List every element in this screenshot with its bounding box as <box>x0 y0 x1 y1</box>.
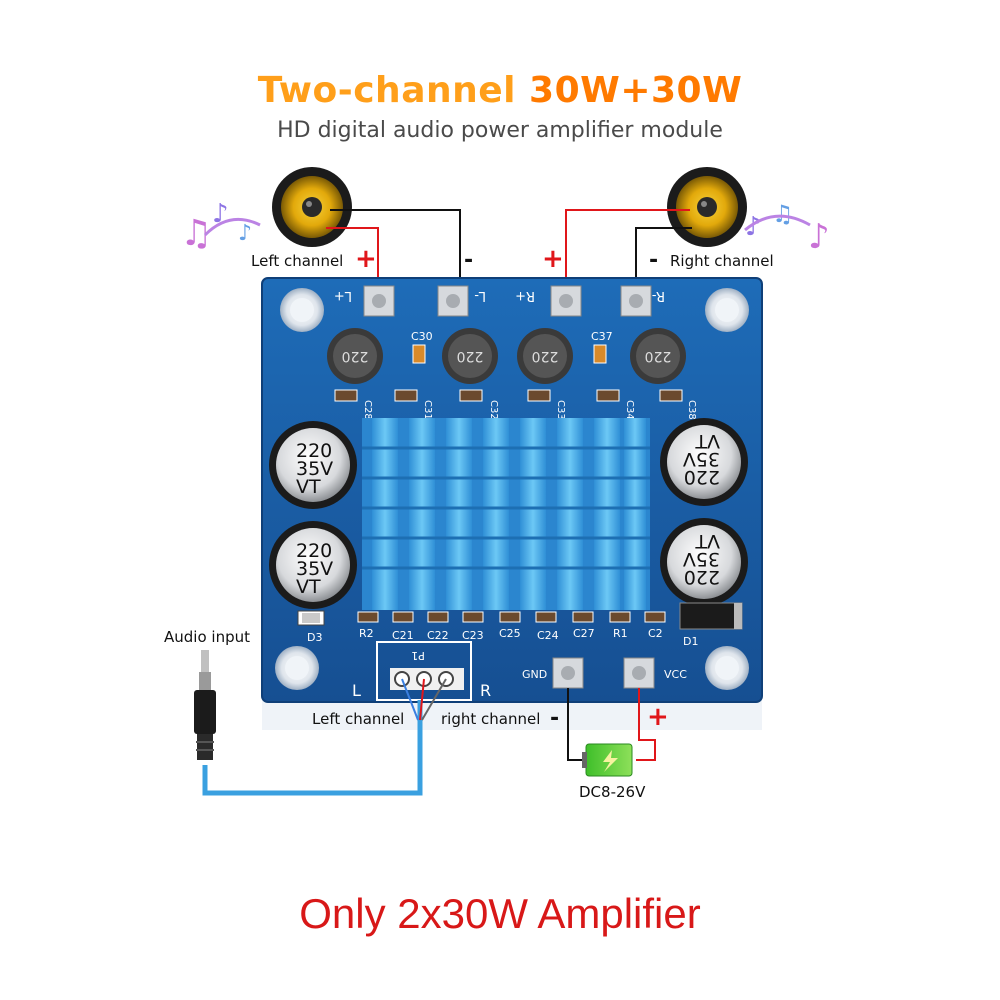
input-side-left-label: L <box>352 681 361 700</box>
svg-text:♪: ♪ <box>808 217 830 257</box>
cap-label-c30: C30 <box>411 330 433 343</box>
inductor-label-4: 220 <box>645 348 672 364</box>
cap-label-c28: C28 <box>362 400 373 420</box>
right-channel-bottom-label: right channel <box>441 710 541 728</box>
vcc-plus-sign: + <box>647 702 669 732</box>
audio-jack-icon <box>194 650 216 760</box>
terminal-label-l-minus: L- <box>474 288 486 303</box>
part-label-d1: D1 <box>683 635 698 648</box>
part-label-c22: C22 <box>427 629 449 642</box>
music-notes-right-icon: ♪ ♫ ♪ <box>744 200 830 257</box>
cap-label-c33: C33 <box>555 400 566 420</box>
part-label-c24: C24 <box>537 629 559 642</box>
smd-row-mid <box>334 389 683 402</box>
cap4-line2: 35V <box>683 548 720 570</box>
speaker-wires <box>326 209 692 290</box>
left-minus-sign: - <box>464 248 474 273</box>
right-speaker-icon <box>667 167 747 247</box>
cap2-line2: 35V <box>296 558 333 580</box>
cap-label-c32: C32 <box>488 400 499 420</box>
power-label-gnd: GND <box>522 668 547 681</box>
terminal-label-l-plus: L+ <box>334 288 352 303</box>
input-connector <box>376 641 472 701</box>
right-plus-sign: + <box>542 244 564 274</box>
part-label-c23: C23 <box>462 629 484 642</box>
power-label-vcc: VCC <box>664 668 687 681</box>
cap-label-c37: C37 <box>591 330 613 343</box>
inductors <box>327 328 686 384</box>
terminal-label-r-plus: R+ <box>515 288 535 303</box>
svg-text:♪: ♪ <box>238 221 252 246</box>
audio-cable <box>202 678 447 796</box>
title-part-2: 30W+30W <box>529 70 743 111</box>
cap2-line3: VT <box>296 576 321 598</box>
right-channel-top-label: Right channel <box>670 252 774 270</box>
cap4-line3: VT <box>695 530 720 552</box>
cap-label-c38: C38 <box>686 400 697 420</box>
board-reflection <box>262 700 762 730</box>
cap3-line1: 220 <box>684 466 720 488</box>
part-label-r1: R1 <box>613 627 628 640</box>
part-label-r2: R2 <box>359 627 374 640</box>
inductor-label-3: 220 <box>532 348 559 364</box>
cap2-line1: 220 <box>296 540 332 562</box>
pcb-board: L+ L- R+ R- 220 220 220 220 C30 C37 C28 <box>261 277 763 703</box>
svg-text:♪: ♪ <box>745 212 762 242</box>
right-minus-sign: - <box>649 248 659 273</box>
cap-label-c34: C34 <box>624 400 635 420</box>
cap3-line2: 35V <box>683 448 720 470</box>
cap1-line3: VT <box>296 476 321 498</box>
part-label-c2: C2 <box>648 627 663 640</box>
cap1-line2: 35V <box>296 458 333 480</box>
title-part-1: Two-channel <box>257 70 530 111</box>
left-channel-top-label: Left channel <box>251 252 344 270</box>
part-label-c27: C27 <box>573 627 595 640</box>
left-speaker-icon <box>272 167 352 247</box>
connector-label-p1: P1 <box>411 649 425 662</box>
svg-text:♫: ♫ <box>772 200 794 228</box>
cap1-line1: 220 <box>296 440 332 462</box>
output-terminals <box>363 285 652 317</box>
inductor-label-2: 220 <box>457 348 484 364</box>
input-side-right-label: R <box>480 681 491 700</box>
left-plus-sign: + <box>355 244 377 274</box>
power-voltage-label: DC8-26V <box>579 783 646 801</box>
mounting-holes <box>275 288 749 690</box>
inductor-label-1: 220 <box>342 348 369 364</box>
page-subtitle: HD digital audio power amplifier module <box>277 118 723 143</box>
smd-row-bottom <box>357 611 666 623</box>
left-channel-bottom-label: Left channel <box>312 710 405 728</box>
cap-label-c31: C31 <box>422 400 433 420</box>
music-notes-left-icon: ♫ ♪ ♪ <box>180 199 261 254</box>
audio-input-label: Audio input <box>164 628 250 646</box>
heatsink <box>362 418 650 610</box>
part-label-c25: C25 <box>499 627 521 640</box>
page-title: Two-channel 30W+30W <box>0 70 1000 111</box>
cap4-line1: 220 <box>684 566 720 588</box>
part-label-d3: D3 <box>307 631 322 644</box>
part-label-c21: C21 <box>392 629 414 642</box>
gnd-minus-sign: - <box>550 706 560 731</box>
terminal-label-r-minus: R- <box>651 288 665 303</box>
battery-icon <box>582 743 633 777</box>
footer-caption: Only 2x30W Amplifier <box>299 890 701 937</box>
cap3-line3: VT <box>695 430 720 452</box>
power-wires <box>567 688 656 761</box>
electrolytic-caps <box>269 418 748 609</box>
